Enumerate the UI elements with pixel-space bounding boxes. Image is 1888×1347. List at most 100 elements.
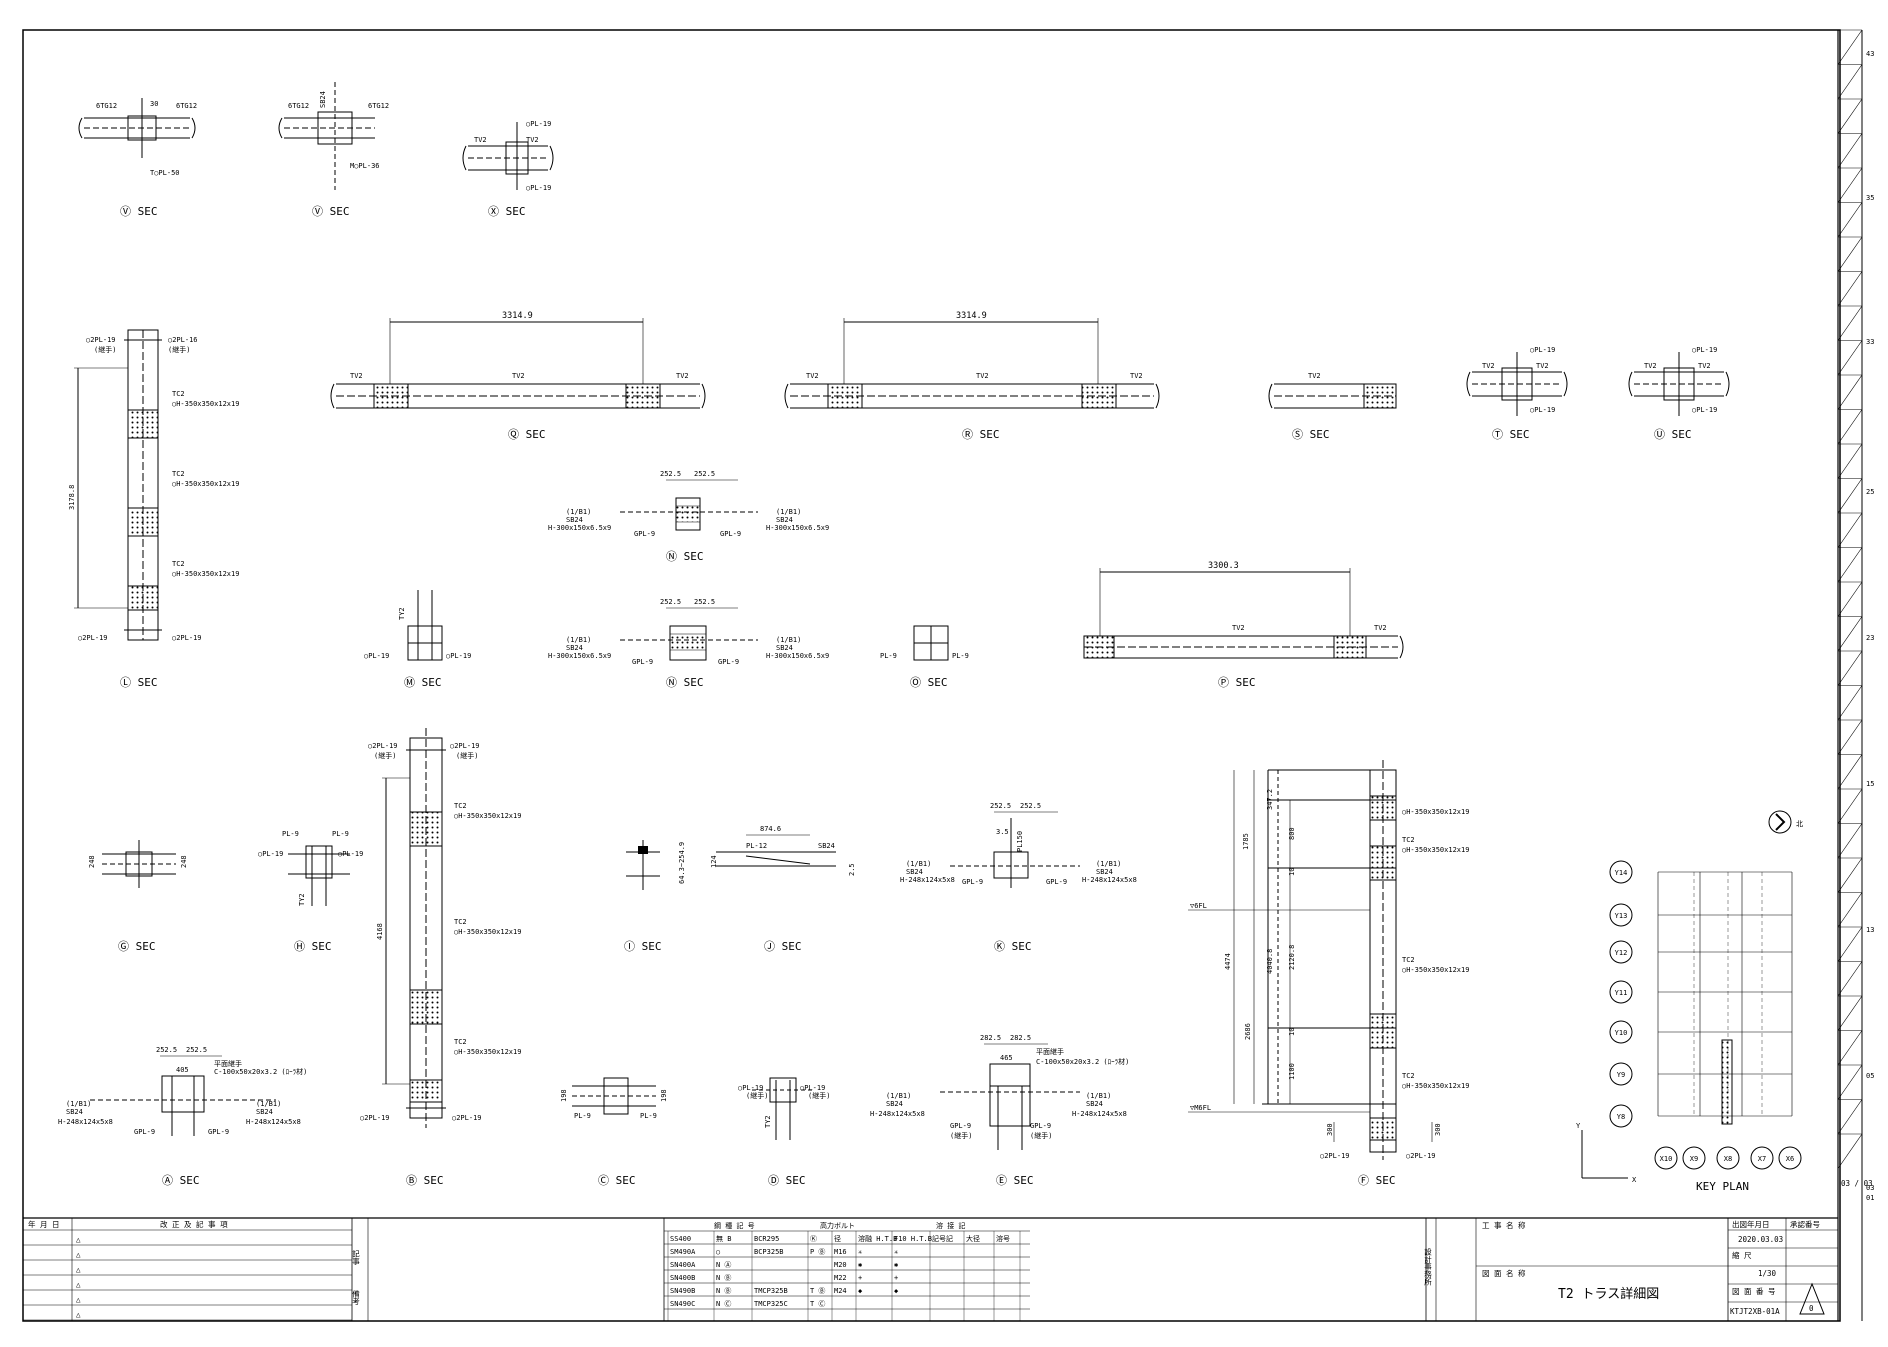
level-6fl: ▽6FL (1190, 902, 1207, 910)
pl19-label: ○PL-19 (364, 652, 389, 660)
material-cell: ✱ (894, 1261, 899, 1269)
pl36-label: M○PL-36 (350, 162, 380, 170)
section-caption: Ⓤ SEC (1654, 428, 1692, 441)
material-cell: N Ⓐ (716, 1261, 731, 1269)
strip-diagonal (1837, 719, 1863, 755)
section-caption: Ⓑ SEC (406, 1174, 444, 1187)
side-label: 設計事務所 (1423, 1247, 1432, 1287)
tv2-label: TV2 (1374, 624, 1387, 632)
grid-bubble (1609, 860, 1633, 884)
tv2-label: TV2 (512, 372, 525, 380)
hsec-248-label: H-248x124x5x8 (58, 1118, 113, 1126)
section-p: 3300.3 TV2 TV2 Ⓟ SEC (1083, 561, 1404, 689)
pl22-16-label: ○2PL-16 (168, 336, 198, 344)
pl19-label: ○PL-19 (446, 652, 471, 660)
scale-number: 05 (1866, 1072, 1874, 1080)
dim-300: 300 (1434, 1123, 1442, 1136)
strip-diagonal (1837, 892, 1863, 928)
strip-diagonal (1837, 995, 1863, 1031)
strip-diagonal (1837, 926, 1863, 962)
section-m: TY2 ○PL-19 ○PL-19 Ⓜ SEC (364, 590, 471, 689)
grid-bubble (1682, 1146, 1706, 1170)
dim-10: 10 (1288, 868, 1296, 876)
pl2-19-label: ○2PL-19 (452, 1114, 482, 1122)
rev-date-header: 年 月 日 (28, 1219, 60, 1229)
ty2-label: TY2 (398, 607, 406, 620)
grid-row-label: Y12 (1615, 949, 1628, 957)
pl9-label: PL-9 (574, 1112, 591, 1120)
gpl9-label: GPL-9 (634, 530, 655, 538)
pl2-19-label: ○2PL-19 (1406, 1152, 1436, 1160)
hsec-248-label: H-248x124x5x8 (870, 1110, 925, 1118)
dim-10: 10 (1288, 1028, 1296, 1036)
section-caption: Ⓥ SEC (312, 205, 350, 218)
sb-label: SB24 (256, 1108, 273, 1116)
north-label: 北 (1796, 820, 1803, 828)
dim-1785: 1785 (1242, 833, 1250, 850)
tc2-label: TC2 (1402, 1072, 1415, 1080)
section-caption: Ⓖ SEC (118, 940, 156, 953)
dim-3314: 3314.9 (956, 311, 987, 321)
scale-number: 03 (1866, 1184, 1874, 1192)
section-caption: Ⓓ SEC (768, 1174, 806, 1187)
hsec-label: ○H-350x350x12x19 (454, 928, 521, 936)
tv2-label: TV2 (1644, 362, 1657, 370)
sb-label: (1/B1) (1086, 1092, 1111, 1100)
gpl9-label: GPL-9 (1046, 878, 1067, 886)
strip-diagonal (1837, 29, 1863, 65)
sb-label: SB24 (906, 868, 923, 876)
rev-mark: △ (76, 1265, 81, 1274)
tg12-label: 6TG12 (176, 102, 197, 110)
axis-x-label: X (1632, 1176, 1637, 1184)
tv2-label: TV2 (976, 372, 989, 380)
pl50-label: T○PL-50 (150, 169, 180, 177)
dim-3178: 3178.8 (68, 485, 76, 510)
channel-label: C-100x50x20x3.2 (ﾛｰﾗ材) (1036, 1057, 1129, 1066)
gpl9-label: GPL-9 (632, 658, 653, 666)
number-label: 図 面 番 号 (1732, 1286, 1776, 1296)
rev-mark: △ (76, 1280, 81, 1289)
strip-diagonal (1837, 685, 1863, 721)
section-caption: Ⓥ SEC (120, 205, 158, 218)
section-e: 282.5 282.5 465 平面継手 C-100x50x20x3.2 (ﾛｰ… (870, 1034, 1129, 1187)
section-j: 874.6 PL-12 SB24 124 2.5 Ⓙ SEC (710, 825, 856, 953)
dim-282: 282.5 (980, 1034, 1001, 1042)
level-m6fl: ▽M6FL (1190, 1104, 1211, 1112)
section-caption: Ⓔ SEC (996, 1174, 1034, 1187)
gpl9-label: GPL-9 (1030, 1122, 1051, 1130)
section-t: TV2 ○PL-19 TV2 ○PL-19 Ⓣ SEC (1466, 346, 1568, 441)
material-cell: 大径 (966, 1234, 980, 1243)
material-cell: N Ⓑ (716, 1287, 731, 1295)
grid-bubble (1609, 980, 1633, 1004)
material-cell: 径 (834, 1234, 841, 1243)
section-caption: Ⓘ SEC (624, 940, 662, 953)
dim-3314: 3314.9 (502, 311, 533, 321)
material-cell: SM490A (670, 1248, 696, 1256)
dim-2120: 2120.8 (1288, 945, 1296, 970)
sheet-border (22, 29, 1841, 1322)
strip-diagonal (1837, 788, 1863, 824)
channel-label: C-100x50x20x3.2 (ﾛｰﾗ材) (214, 1067, 307, 1076)
section-x: TV2 TV2 ○PL-19 ○PL-19 Ⓧ SEC (462, 120, 554, 218)
north-arrow-icon (1775, 813, 1786, 831)
material-cell: N Ⓒ (716, 1300, 731, 1308)
section-caption: Ⓙ SEC (764, 940, 802, 953)
dim-252: 252.5 (694, 598, 715, 606)
hsec-300-label: H-300x150x6.5x9 (766, 524, 829, 532)
tv2-label: TV2 (1308, 372, 1321, 380)
grid-row-label: Y9 (1617, 1071, 1625, 1079)
title-block: △△△△△△ 年 月 日 改 正 及 記 事 項 記事 備考 鋼 種 記 号高力… (23, 1179, 1873, 1321)
grid-row-label: Y14 (1615, 869, 1628, 877)
dim-2686: 2686 (1244, 1023, 1252, 1040)
material-cell: ◆ (858, 1287, 863, 1295)
material-cell: P Ⓑ (810, 1248, 825, 1256)
rev-mark: △ (76, 1250, 81, 1259)
strip-diagonal (1837, 98, 1863, 134)
section-caption: Ⓝ SEC (666, 676, 704, 689)
material-cell: ✳ (894, 1248, 899, 1256)
section-u: TV2 ○PL-19 TV2 ○PL-19 Ⓤ SEC (1628, 346, 1730, 441)
pl19-label: ○PL-19 (1530, 346, 1555, 354)
section-caption: Ⓢ SEC (1292, 428, 1330, 441)
dim-248: 248 (88, 855, 96, 868)
dim-248: 248 (180, 855, 188, 868)
